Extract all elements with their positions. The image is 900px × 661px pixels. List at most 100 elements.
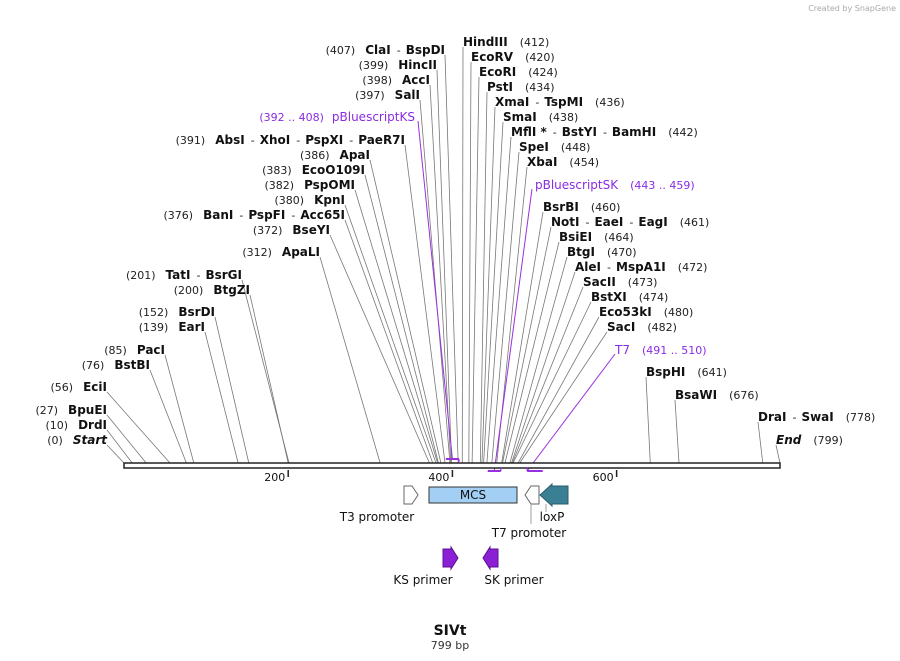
site-label-tati[interactable]: (201)TatI-BsrGI [126, 268, 242, 282]
primer-sk[interactable]: SK primer [482, 545, 544, 587]
enzyme-name: ClaI [365, 43, 390, 57]
site-label-xbai[interactable]: XbaI (454) [527, 155, 599, 169]
site-position: (56) [51, 381, 74, 394]
primer-ks[interactable]: KS primer [393, 545, 459, 587]
site-position: (10) [45, 419, 68, 432]
site-position: (139) [139, 321, 169, 334]
axis-tick-label: 400 [428, 471, 449, 484]
enzyme-name: Acc65I [300, 208, 345, 222]
site-label-noti[interactable]: NotI-EaeI-EagI(461) [551, 215, 709, 229]
site-pin-sacii [511, 286, 584, 464]
site-text: SacII(473) [583, 275, 657, 289]
site-pin-end [775, 444, 781, 464]
site-label-bsrdi[interactable]: (152)BsrDI [139, 305, 215, 319]
site-label-ecii[interactable]: (56)EciI [51, 380, 107, 394]
site-position: (799) [813, 434, 843, 447]
site-label-hincii[interactable]: (399)HincII [359, 58, 437, 72]
feature-mcs[interactable]: MCS [428, 486, 518, 504]
site-text: EcoRI(424) [479, 65, 558, 79]
site-label-bsawi[interactable]: BsaWI(676) [675, 388, 759, 402]
site-label-bsphi[interactable]: BspHI(641) [646, 365, 727, 379]
site-label-ecorv[interactable]: EcoRV(420) [471, 50, 555, 64]
axis-tick-label: 600 [593, 471, 614, 484]
site-label-acci[interactable]: (398)AccI [362, 73, 430, 87]
site-label-smai[interactable]: SmaI(438) [503, 110, 578, 124]
site-label-eco53ki[interactable]: Eco53kI(480) [599, 305, 693, 319]
site-label-drai[interactable]: DraI-SwaI(778) [758, 410, 875, 424]
site-label-spei[interactable]: SpeI(448) [519, 140, 590, 154]
enzyme-name: BspHI [646, 365, 685, 379]
site-label-drdi[interactable]: (10)DrdI [45, 418, 107, 432]
enzyme-name: PspXI [305, 133, 343, 147]
site-label-psti[interactable]: PstI(434) [487, 80, 555, 94]
site-label-paci[interactable]: (85)PacI [104, 343, 165, 357]
site-label-ecori[interactable]: EcoRI(424) [479, 65, 558, 79]
enzyme-name: BsaWI [675, 388, 717, 402]
enzyme-name: BseYI [292, 223, 330, 237]
site-label-bstxi[interactable]: BstXI(474) [591, 290, 668, 304]
site-pin-acci [429, 84, 452, 464]
site-text: (397)SalI [355, 88, 420, 102]
backbone-track [123, 462, 781, 469]
site-label-start[interactable]: (0)Start [47, 433, 108, 447]
site-position: (376) [164, 209, 194, 222]
enzyme-name: SalI [395, 88, 420, 102]
site-text: SpeI(448) [519, 140, 590, 154]
primer-site-pbluescriptsk[interactable]: pBluescriptSK(443 .. 459) [535, 178, 695, 192]
site-label-btgi[interactable]: BtgI(470) [567, 245, 637, 259]
enzyme-name: BsrDI [178, 305, 215, 319]
site-label-btgzi[interactable]: (200)BtgZI [174, 283, 250, 297]
site-pin-bpuei [106, 414, 147, 464]
site-label-ecoo109i[interactable]: (383)EcoO109I [262, 163, 365, 177]
site-text: PstI(434) [487, 80, 555, 94]
site-position: (436) [595, 96, 625, 109]
site-text: (152)BsrDI [139, 305, 215, 319]
site-label-sacii[interactable]: SacII(473) [583, 275, 657, 289]
site-label-hindiii[interactable]: HindIII(412) [463, 35, 549, 49]
site-position: (201) [126, 269, 156, 282]
site-label-end[interactable]: End(799) [776, 433, 843, 447]
site-label-xmai[interactable]: XmaI-TspMI(436) [495, 95, 625, 109]
site-position: (383) [262, 164, 292, 177]
site-label-bpuei[interactable]: (27)BpuEI [35, 403, 107, 417]
enzyme-name: ApaI [340, 148, 370, 162]
site-label-bstbi[interactable]: (76)BstBI [82, 358, 150, 372]
primer-site-pbluescriptks[interactable]: (392 .. 408)pBluescriptKS [259, 110, 415, 124]
primer-site-t7[interactable]: T7(491 .. 510) [614, 343, 707, 357]
site-label-alei[interactable]: AleI-MspA1I(472) [575, 260, 707, 274]
site-position: (474) [639, 291, 669, 304]
site-label-kpni[interactable]: (380)KpnI [275, 193, 346, 207]
feature-t3-promoter[interactable]: T3 promoter [339, 485, 419, 524]
site-label-mfli[interactable]: MflI *-BstYI-BamHI(442) [511, 125, 698, 139]
site-position: (380) [275, 194, 305, 207]
primer-site-pins [417, 120, 616, 472]
site-label-bsrbi[interactable]: BsrBI(460) [543, 200, 620, 214]
site-label-bseyi[interactable]: (372)BseYI [253, 223, 330, 237]
feature-loxp[interactable]: loxP [539, 482, 569, 524]
enzyme-name: PstI [487, 80, 513, 94]
axis-tick-label: 200 [264, 471, 285, 484]
enzyme-name: Eco53kI [599, 305, 652, 319]
site-position: (454) [569, 156, 599, 169]
primer-site-pin [493, 188, 533, 472]
feature-t7-promoter[interactable]: T7 promoter [491, 485, 567, 540]
primer-site-pin [417, 120, 453, 460]
site-label-absi[interactable]: (391)AbsI-XhoI-PspXI-PaeR7I [176, 133, 405, 147]
site-label-apali[interactable]: (312)ApaLI [242, 245, 320, 259]
site-label-bani[interactable]: (376)BanI-PspFI-Acc65I [164, 208, 346, 222]
enzyme-name: XbaI [527, 155, 557, 169]
site-label-saci[interactable]: SacI(482) [607, 320, 677, 334]
primer-site-range: (491 .. 510) [642, 344, 707, 357]
site-text: (10)DrdI [45, 418, 107, 432]
site-pin-bstbi [149, 369, 187, 464]
site-label-apai[interactable]: (386)ApaI [300, 148, 370, 162]
site-label-bsiei[interactable]: BsiEI(464) [559, 230, 634, 244]
site-label-eari[interactable]: (139)EarI [139, 320, 205, 334]
site-label-clai[interactable]: (407)ClaI-BspDI [326, 43, 445, 57]
enzyme-name: XmaI [495, 95, 529, 109]
site-label-pspomi[interactable]: (382)PspOMI [264, 178, 355, 192]
site-position: (424) [528, 66, 558, 79]
site-position: (0) [47, 434, 63, 447]
site-label-sali[interactable]: (397)SalI [355, 88, 420, 102]
sequence-backbone: 200 400 600 [123, 462, 781, 484]
